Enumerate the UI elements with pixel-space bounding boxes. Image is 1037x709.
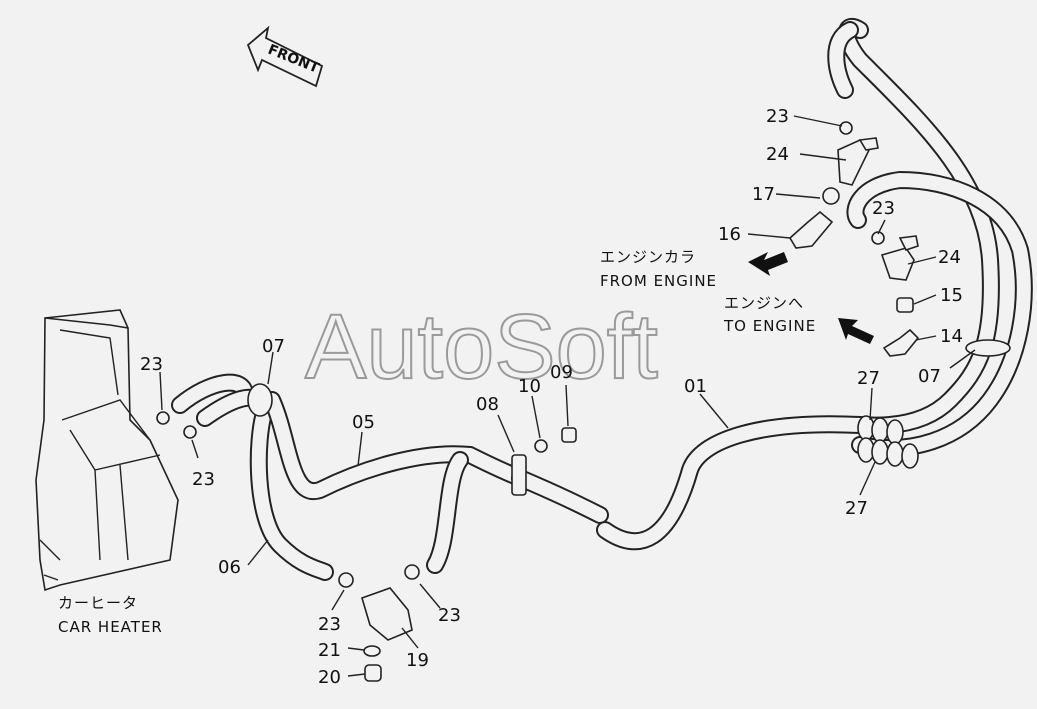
from-engine-jp: エンジンカラ <box>600 248 696 266</box>
label-23: 23 <box>318 614 341 635</box>
elbow-16 <box>788 210 834 249</box>
hose-06 <box>249 401 334 581</box>
label-23: 23 <box>140 354 163 375</box>
label-23: 23 <box>438 605 461 626</box>
label-09: 09 <box>550 362 573 383</box>
bolt-09 <box>561 427 577 443</box>
watermark: AutoSoft <box>305 296 658 398</box>
washer-10 <box>534 439 548 453</box>
label-20: 20 <box>318 667 341 688</box>
label-14: 14 <box>940 326 963 347</box>
label-08: 08 <box>476 394 499 415</box>
washer-21 <box>363 645 381 657</box>
from-engine-en: FROM ENGINE <box>600 272 717 290</box>
label-16: 16 <box>718 224 741 245</box>
label-19: 19 <box>406 650 429 671</box>
front-arrow-icon: FRONT <box>246 25 324 88</box>
car-heater-jp: カーヒータ <box>58 594 138 612</box>
bolt-15 <box>896 297 914 313</box>
clamp-07-left <box>247 383 273 417</box>
leader-lines <box>159 115 976 677</box>
from-engine-arrow-icon <box>748 252 788 276</box>
clamp-07-right <box>965 339 1011 357</box>
hose-05 <box>263 391 529 574</box>
label-21: 21 <box>318 640 341 661</box>
car-heater-en: CAR HEATER <box>58 618 163 636</box>
label-06: 06 <box>218 557 241 578</box>
label-05: 05 <box>352 412 375 433</box>
bracket-19 <box>361 587 413 641</box>
label-07: 07 <box>918 366 941 387</box>
label-23: 23 <box>872 198 895 219</box>
label-27: 27 <box>845 498 868 519</box>
label-24: 24 <box>938 247 961 268</box>
valve-24-mid <box>880 235 919 281</box>
clips-23 <box>156 121 885 588</box>
label-23: 23 <box>192 469 215 490</box>
label-17: 17 <box>752 184 775 205</box>
hose-01 <box>511 18 1033 551</box>
clamps-27 <box>857 415 919 469</box>
label-07: 07 <box>262 336 285 357</box>
to-engine-arrow-icon <box>838 318 874 344</box>
label-23: 23 <box>766 106 789 127</box>
car-heater-unit <box>35 309 179 592</box>
label-27: 27 <box>857 368 880 389</box>
valve-24-top <box>837 137 879 186</box>
label-15: 15 <box>940 285 963 306</box>
elbow-14 <box>882 328 920 357</box>
to-engine-jp: エンジンへ <box>724 294 804 312</box>
clamp-08 <box>511 454 527 496</box>
label-24: 24 <box>766 144 789 165</box>
label-10: 10 <box>518 376 541 397</box>
nut-17 <box>822 187 840 205</box>
cap-20 <box>364 664 382 682</box>
label-01: 01 <box>684 376 707 397</box>
to-engine-en: TO ENGINE <box>723 317 816 335</box>
